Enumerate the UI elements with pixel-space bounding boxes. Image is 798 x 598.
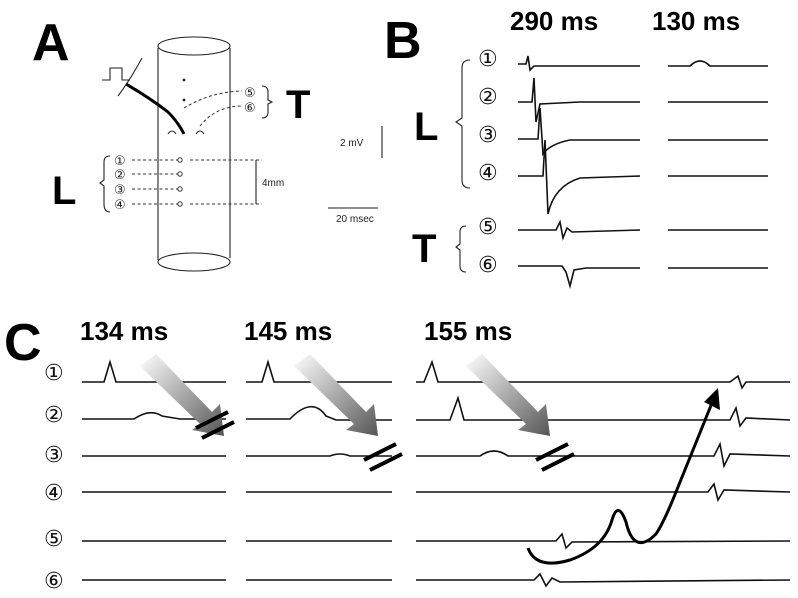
electrode-4-a: ④ xyxy=(114,198,126,213)
electrode-6-b: ⑥ xyxy=(478,253,498,278)
panel-c-traces-145 xyxy=(246,359,392,581)
electrode-3-c: ③ xyxy=(44,443,64,468)
electrode-5-c: ⑤ xyxy=(44,527,64,552)
group-t-label-b: T xyxy=(412,227,436,271)
time-scale-label: 20 msec xyxy=(336,214,374,225)
panel-b-traces-290 xyxy=(518,55,641,290)
panel-c-timing-145: 145 ms xyxy=(244,316,332,346)
electrode-4-b: ④ xyxy=(478,161,498,186)
panel-c-traces-134 xyxy=(82,359,226,581)
electrode-1-a: ① xyxy=(114,154,126,169)
voltage-scale: 2 mV xyxy=(340,126,383,158)
group-l-brace-b xyxy=(455,59,471,189)
panel-b-timing-130: 130 ms xyxy=(652,6,740,36)
panel-c-timing-155: 155 ms xyxy=(424,316,512,346)
electrode-4-c: ④ xyxy=(44,481,64,506)
electrode-6-c: ⑥ xyxy=(44,569,64,594)
block-arrow-145 xyxy=(294,354,403,472)
panel-b-traces-130 xyxy=(668,60,768,269)
electrode-2-c: ② xyxy=(44,403,64,428)
vessel-drawing xyxy=(157,36,231,272)
block-arrow-155 xyxy=(466,354,575,472)
electrode-3-a: ③ xyxy=(114,183,126,198)
stimulus-electrode xyxy=(102,57,205,135)
group-l-label-a: L xyxy=(52,169,76,213)
voltage-scale-label: 2 mV xyxy=(340,138,364,149)
electrode-2-a: ② xyxy=(114,168,126,183)
panel-c: C 134 ms 145 ms 155 ms ① ② ③ ④ ⑤ ⑥ xyxy=(4,314,791,594)
group-t-brace-b xyxy=(455,225,467,273)
panel-a: A ⑤ ⑥ T xyxy=(32,14,383,272)
panel-b-timing-290: 290 ms xyxy=(510,6,598,36)
electrode-1-c: ① xyxy=(44,361,64,386)
time-scale: 20 msec xyxy=(328,207,378,225)
distance-scale-label: 4mm xyxy=(262,178,284,189)
electrode-1-b: ① xyxy=(478,47,498,72)
electrode-2-b: ② xyxy=(478,85,498,110)
top-electrode-wires: ⑤ ⑥ T xyxy=(183,83,310,127)
electrode-6-a: ⑥ xyxy=(244,101,256,116)
panel-b: B 290 ms 130 ms L T ① ② ③ ④ ⑤ ⑥ xyxy=(384,6,768,290)
panel-a-letter: A xyxy=(32,14,70,72)
panel-c-timing-134: 134 ms xyxy=(80,316,168,346)
panel-c-traces-155 xyxy=(416,359,791,588)
distance-scale: 4mm xyxy=(190,159,284,205)
electrode-5-b: ⑤ xyxy=(478,215,498,240)
panel-b-letter: B xyxy=(384,12,422,70)
block-arrow-134 xyxy=(140,354,235,440)
electrode-3-b: ③ xyxy=(478,123,498,148)
group-l-label-b: L xyxy=(414,105,438,149)
electrode-5-a: ⑤ xyxy=(244,86,256,101)
group-t-label-a: T xyxy=(286,83,310,127)
left-electrode-wires: ① ② ③ ④ L xyxy=(52,154,183,213)
reentry-path-arrow xyxy=(526,388,720,565)
panel-c-letter: C xyxy=(4,314,42,372)
